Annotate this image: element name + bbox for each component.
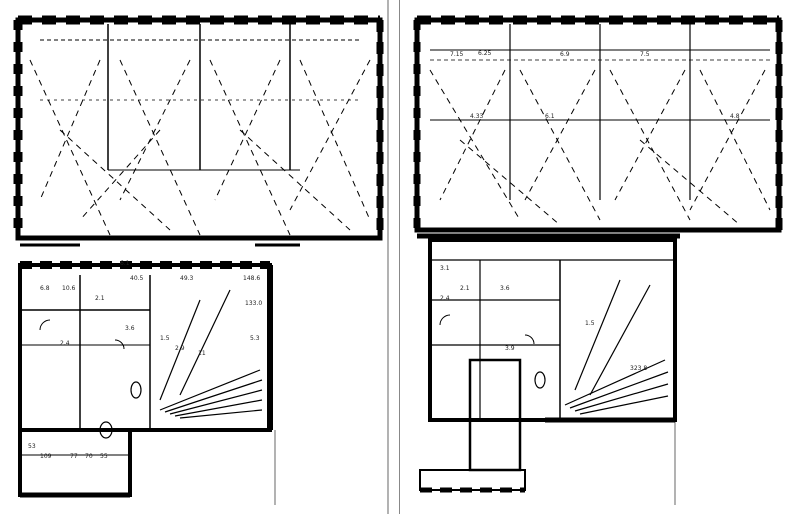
right-plan-labels: 6.25 7.15 6.9 7.5 4.33 6.1 4.8 323.8 3.1 2.1 2.4 3.… bbox=[440, 50, 740, 372]
dimension-label: 10.6 bbox=[62, 285, 76, 292]
dimension-label: 1.5 bbox=[585, 320, 595, 327]
right-lower-extension bbox=[468, 358, 522, 472]
dimension-label: 3.9 bbox=[505, 345, 515, 352]
dimension-label: 53 bbox=[28, 443, 36, 450]
dimension-label: 2.4 bbox=[440, 295, 450, 302]
dimension-label: 40.5 bbox=[130, 275, 144, 282]
dimension-label: 323.8 bbox=[630, 365, 647, 372]
sheet-divider bbox=[399, 0, 400, 514]
dimension-label: 11 bbox=[198, 350, 206, 357]
dimension-label: 6.9 bbox=[560, 51, 570, 58]
dimension-label: 7.15 bbox=[450, 51, 464, 58]
right-upper-block bbox=[414, 17, 782, 233]
dimension-label: 6.8 bbox=[40, 285, 50, 292]
left-upper-block bbox=[15, 17, 383, 241]
dimension-label: 5.3 bbox=[250, 335, 260, 342]
dimension-label: 4.8 bbox=[730, 113, 740, 120]
dimension-label: 4.33 bbox=[470, 113, 484, 120]
dimension-label: 2.4 bbox=[60, 340, 70, 347]
dimension-label: 109 bbox=[40, 453, 52, 460]
left-plan-labels: 6.8 10.6 40.5 49.3 148.6 133.0 1.5 2.9 5.3 2.1 77 7… bbox=[28, 260, 262, 460]
dimension-label: 133.0 bbox=[245, 300, 262, 307]
left-lower-extension bbox=[18, 428, 132, 497]
dimension-label: 1.5 bbox=[160, 335, 170, 342]
dimension-label: 6.1 bbox=[120, 260, 130, 267]
dimension-label: 148.6 bbox=[243, 275, 260, 282]
right-plan bbox=[413, 15, 783, 505]
dimension-label: 55 bbox=[100, 453, 108, 460]
dimension-label: 3.1 bbox=[440, 265, 450, 272]
left-plan bbox=[13, 0, 389, 514]
dimension-label: 2.1 bbox=[95, 295, 105, 302]
dimension-label: 6.1 bbox=[545, 113, 555, 120]
dimension-label: 6.25 bbox=[478, 50, 492, 57]
dimension-label: 2.9 bbox=[175, 345, 185, 352]
dimension-label: 3.6 bbox=[125, 325, 135, 332]
dimension-label: 2.1 bbox=[460, 285, 470, 292]
dimension-label: 7.5 bbox=[640, 51, 650, 58]
dimension-label: 3.6 bbox=[500, 285, 510, 292]
dimension-label: 77 bbox=[70, 453, 78, 460]
dimension-label: 49.3 bbox=[180, 275, 194, 282]
dimension-label: 70 bbox=[85, 453, 93, 460]
